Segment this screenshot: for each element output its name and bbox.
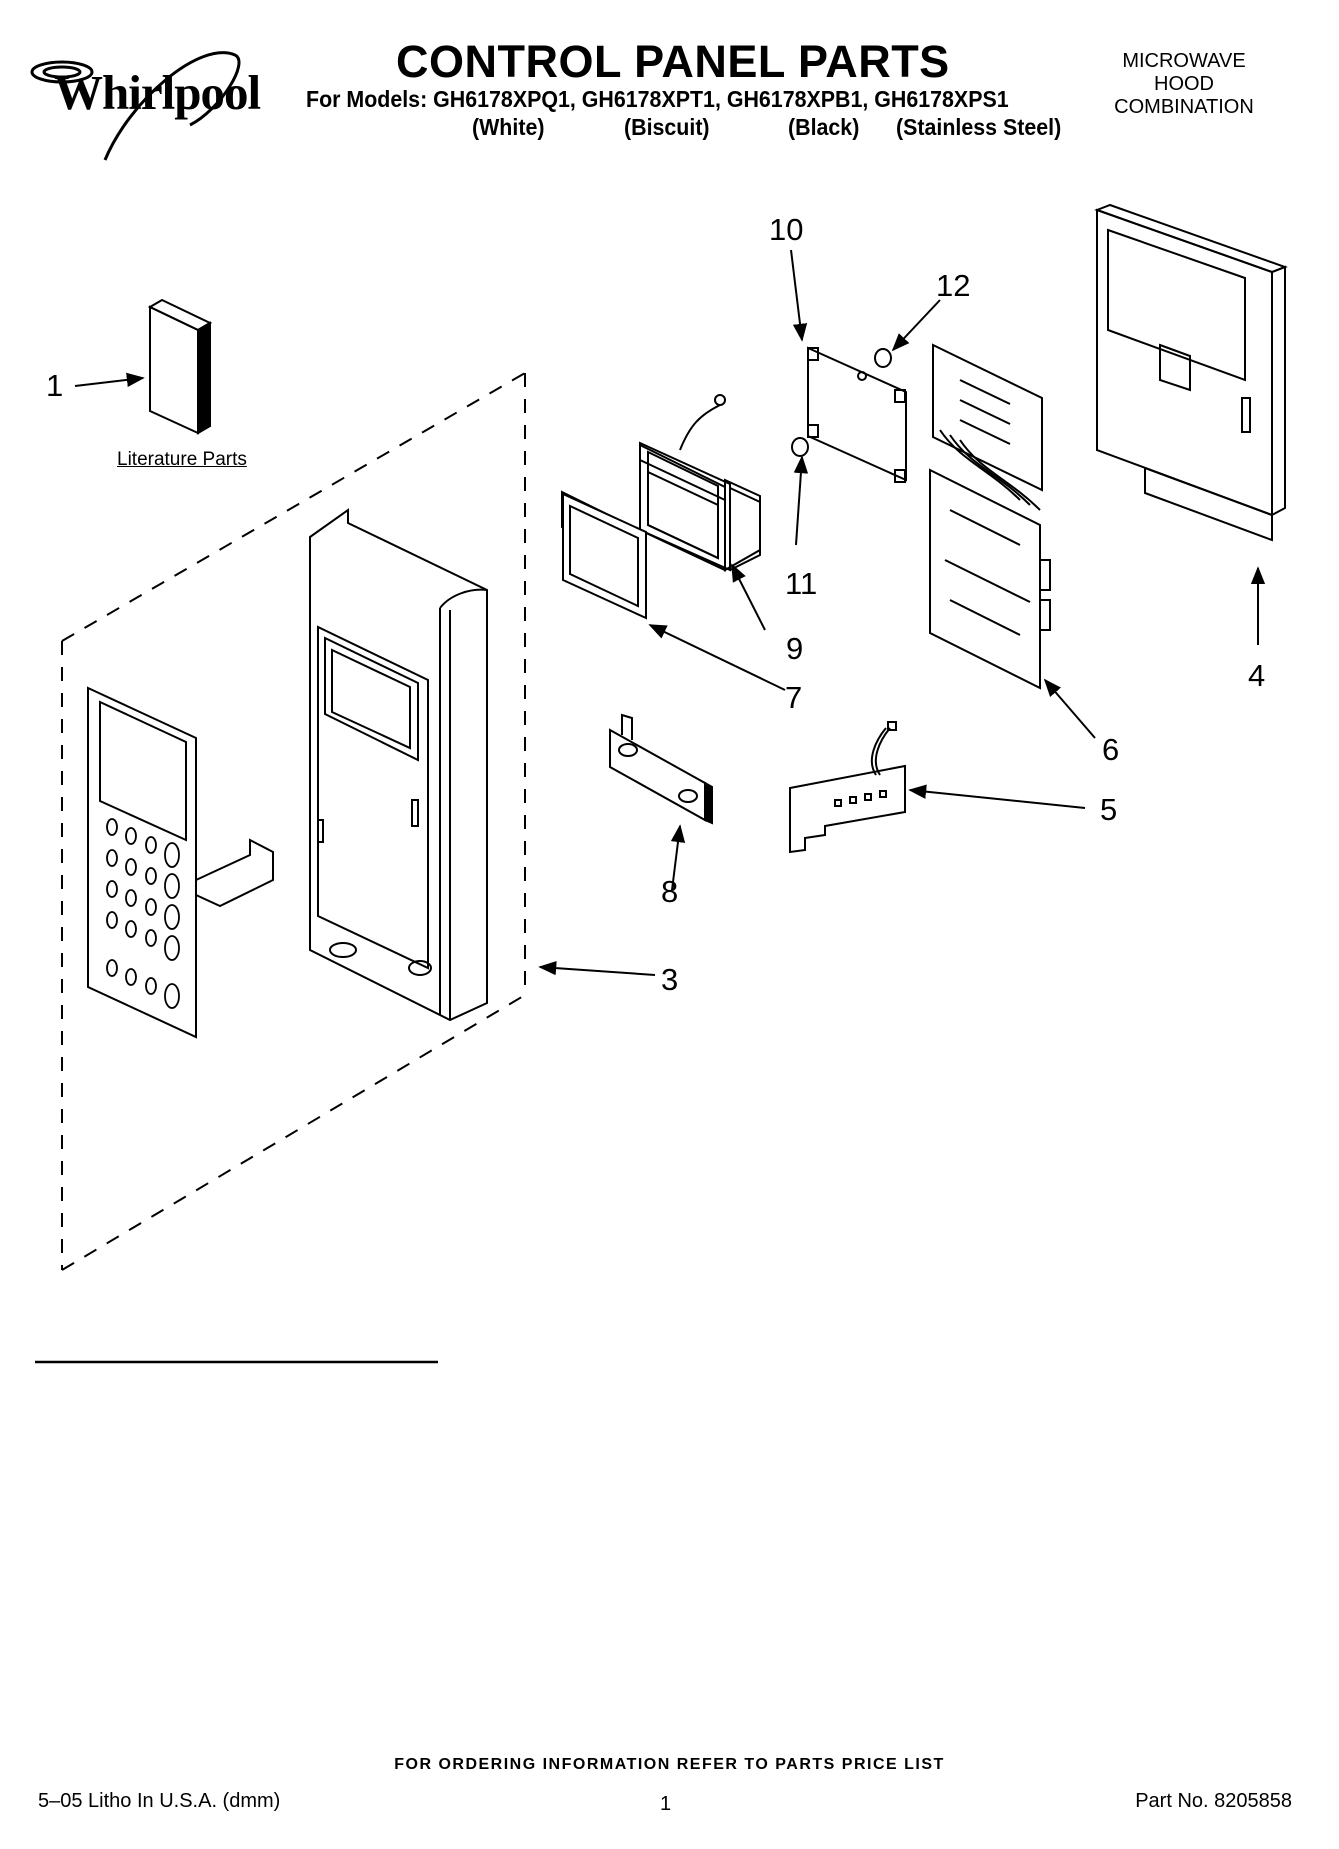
callout-11: 11 [785, 566, 818, 601]
color-label-biscuit: (Biscuit) [624, 114, 710, 140]
color-label-black: (Black) [788, 114, 860, 140]
callout-3: 3 [661, 962, 679, 997]
sensor-plate-part [609, 713, 713, 825]
color-label-stainless: (Stainless Steel) [896, 114, 1062, 140]
switch-board-part [789, 721, 906, 854]
callout-7: 7 [785, 680, 803, 715]
callout-4: 4 [1248, 658, 1266, 693]
callout-8: 8 [661, 874, 679, 909]
callout-1: 1 [46, 368, 64, 403]
control-panel-part [309, 508, 488, 1022]
callout-12: 12 [936, 268, 971, 303]
upper-pc-board-part [932, 343, 1043, 511]
ordering-note: FOR ORDERING INFORMATION REFER TO PARTS … [394, 1756, 945, 1773]
page-title: CONTROL PANEL PARTS [396, 36, 950, 87]
pcb-bracket-part [807, 346, 907, 483]
literature-parts-label: Literature Parts [117, 449, 247, 470]
callout-10: 10 [769, 212, 804, 247]
literature-book-part [147, 298, 213, 435]
window-glass-part [562, 492, 647, 620]
product-type-line: MICROWAVE [1122, 50, 1246, 72]
callout-5: 5 [1100, 792, 1118, 827]
keypad-membrane-part [87, 686, 274, 1039]
part-number: Part No. 8205858 [1135, 1790, 1292, 1812]
callout-leaders [74, 249, 1266, 976]
page-number: 1 [660, 1793, 672, 1815]
color-label-white: (White) [472, 114, 545, 140]
product-type: MICROWAVE HOOD COMBINATION [1084, 50, 1284, 119]
rear-shield-part [1094, 203, 1288, 542]
callout-6: 6 [1102, 732, 1120, 767]
main-control-board-part [929, 468, 1051, 690]
callout-9: 9 [786, 631, 804, 666]
brand-logo-text: Whirlpool [54, 65, 261, 120]
product-type-line: COMBINATION [1114, 96, 1254, 118]
model-list: For Models: GH6178XPQ1, GH6178XPT1, GH61… [306, 86, 1009, 112]
knob-11-part [791, 437, 809, 457]
knob-12-part [874, 348, 892, 368]
dashed-assembly-outline [61, 372, 526, 1271]
litho-info: 5–05 Litho In U.S.A. (dmm) [38, 1790, 281, 1812]
product-type-line: HOOD [1154, 73, 1214, 95]
whirlpool-logo-swoosh [30, 51, 241, 161]
